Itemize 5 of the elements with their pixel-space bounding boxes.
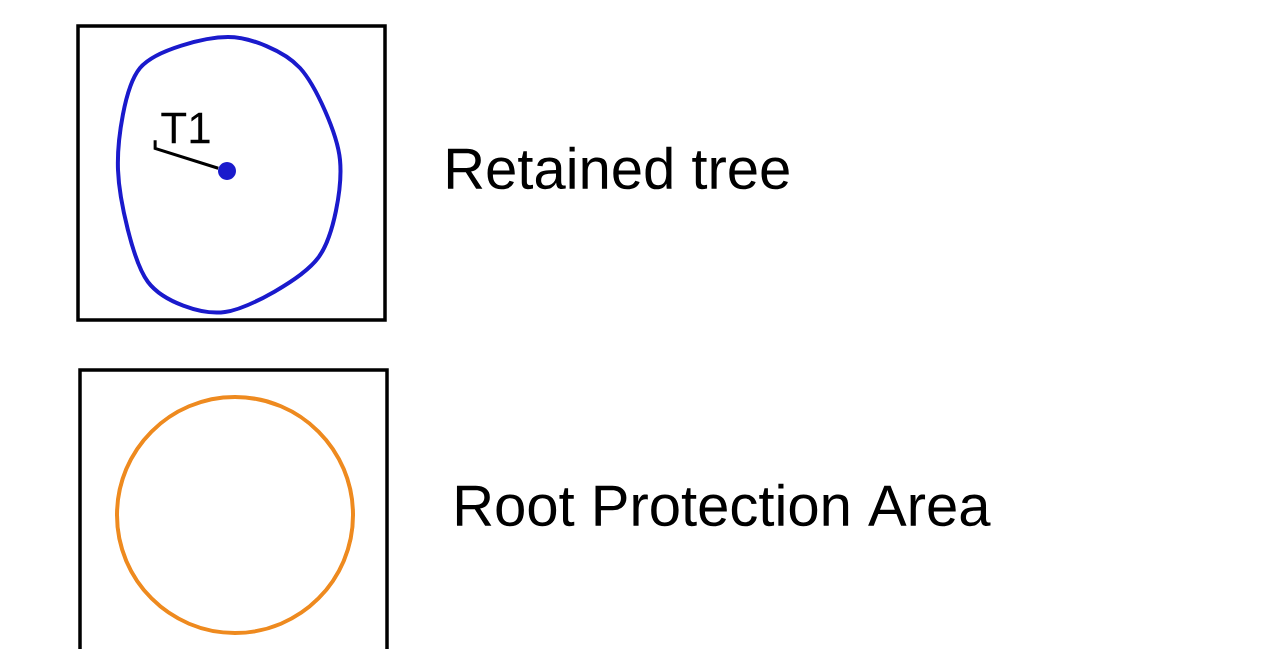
tree-position-dot (218, 162, 236, 180)
leader-line (153, 140, 219, 170)
legend-text: Root Protection Area (456, 483, 991, 527)
legend-text: Retained tree (447, 146, 789, 190)
tree-label: T1 (161, 112, 210, 144)
